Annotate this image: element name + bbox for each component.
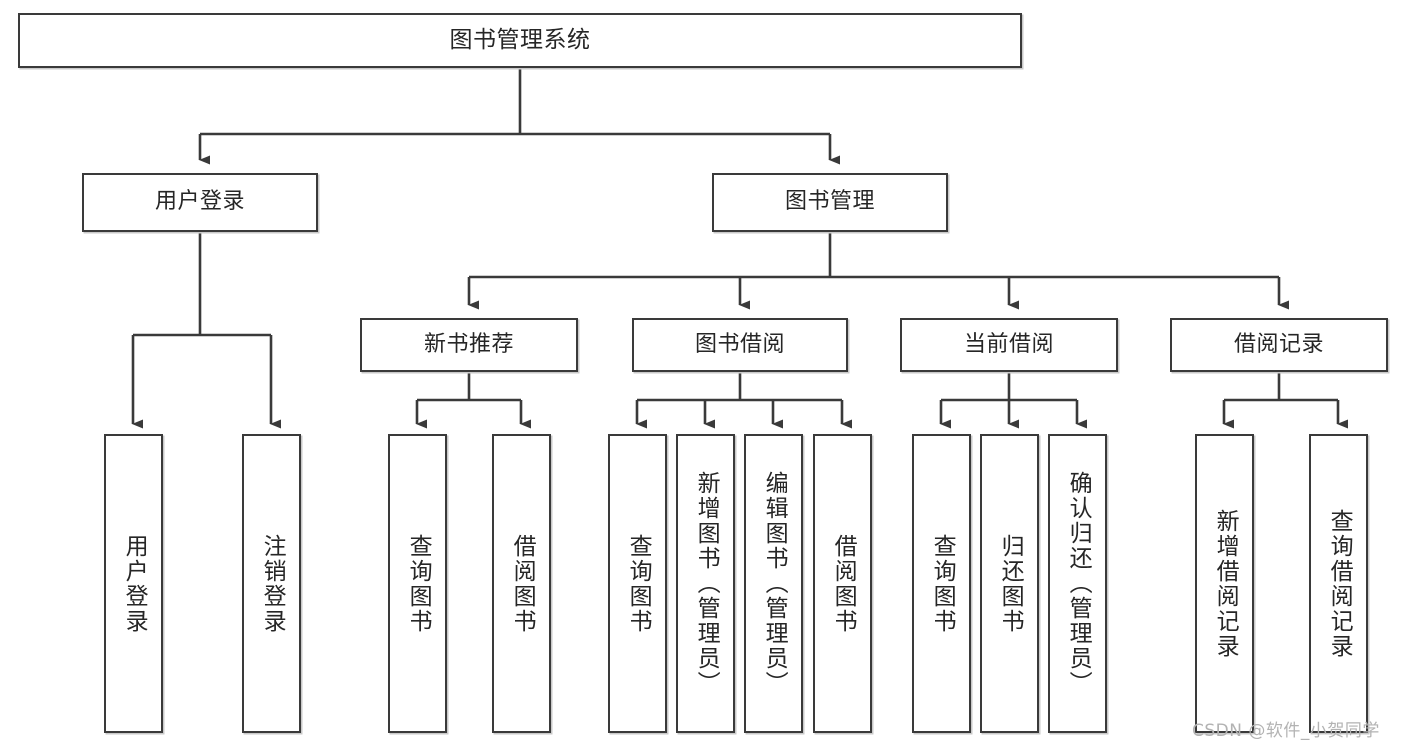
node-label: 用户登录 xyxy=(154,189,245,215)
leaf-query-book-borrow[interactable]: 查询图书 xyxy=(608,434,667,733)
node-root-system[interactable]: 图书管理系统 xyxy=(18,13,1022,68)
node-label: 图书管理 xyxy=(784,189,875,215)
node-label: 新增借阅记录 xyxy=(1212,508,1239,659)
node-borrow-record[interactable]: 借阅记录 xyxy=(1170,318,1388,372)
leaf-query-book-current[interactable]: 查询图书 xyxy=(912,434,971,733)
node-label: 确认归还（管理员） xyxy=(1065,471,1092,696)
node-book-borrow[interactable]: 图书借阅 xyxy=(632,318,848,372)
leaf-borrow-book-recommend[interactable]: 借阅图书 xyxy=(492,434,551,733)
node-label: 归还图书 xyxy=(997,533,1024,634)
node-label: 查询图书 xyxy=(625,533,652,634)
node-new-book-recommend[interactable]: 新书推荐 xyxy=(360,318,578,372)
leaf-query-borrow-record[interactable]: 查询借阅记录 xyxy=(1309,434,1368,733)
leaf-user-login[interactable]: 用户登录 xyxy=(104,434,163,733)
node-label: 借阅图书 xyxy=(830,533,857,634)
watermark-text: CSDN @软件_小贺同学 xyxy=(1192,721,1380,741)
node-label: 注销登录 xyxy=(259,533,286,634)
node-label: 图书借阅 xyxy=(694,331,785,357)
node-label: 新增图书（管理员） xyxy=(693,471,720,696)
node-user-login[interactable]: 用户登录 xyxy=(82,173,318,232)
node-label: 查询借阅记录 xyxy=(1326,508,1353,659)
leaf-add-book-admin[interactable]: 新增图书（管理员） xyxy=(676,434,735,733)
node-label: 查询图书 xyxy=(405,533,432,634)
node-label: 用户登录 xyxy=(121,533,148,634)
leaf-logout[interactable]: 注销登录 xyxy=(242,434,301,733)
leaf-borrow-book[interactable]: 借阅图书 xyxy=(813,434,872,733)
leaf-add-borrow-record[interactable]: 新增借阅记录 xyxy=(1195,434,1254,733)
node-label: 编辑图书（管理员） xyxy=(761,471,788,696)
node-label: 借阅记录 xyxy=(1233,331,1324,357)
node-current-borrow[interactable]: 当前借阅 xyxy=(900,318,1118,372)
node-book-management[interactable]: 图书管理 xyxy=(712,173,948,232)
leaf-confirm-return-admin[interactable]: 确认归还（管理员） xyxy=(1048,434,1107,733)
leaf-edit-book-admin[interactable]: 编辑图书（管理员） xyxy=(744,434,803,733)
node-label: 当前借阅 xyxy=(963,331,1054,357)
node-label: 查询图书 xyxy=(929,533,956,634)
node-label: 新书推荐 xyxy=(423,331,514,357)
leaf-return-book[interactable]: 归还图书 xyxy=(980,434,1039,733)
leaf-query-book-recommend[interactable]: 查询图书 xyxy=(388,434,447,733)
node-label: 图书管理系统 xyxy=(449,26,591,53)
node-label: 借阅图书 xyxy=(509,533,536,634)
